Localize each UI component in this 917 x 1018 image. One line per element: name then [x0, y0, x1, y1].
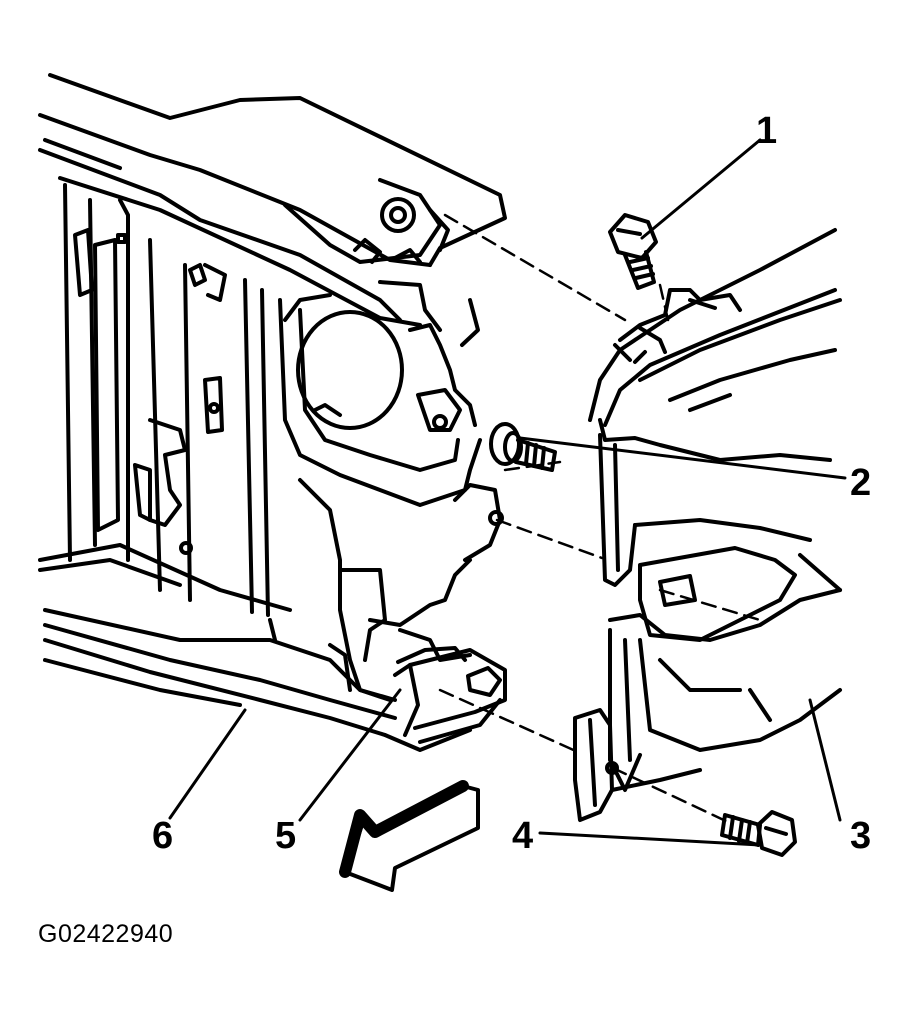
front-direction-arrow-icon	[339, 780, 480, 892]
fender-panel	[573, 228, 842, 822]
callout-4: 4	[512, 815, 533, 857]
leader-lines	[168, 138, 847, 847]
bolt-4	[720, 810, 797, 857]
bolt-2	[489, 422, 557, 472]
radiator-support	[38, 73, 507, 752]
callout-3: 3	[850, 815, 871, 857]
bolt-1	[608, 213, 658, 290]
figure-id: G02422940	[38, 920, 174, 948]
alignment-lines	[438, 213, 762, 824]
callout-5: 5	[275, 815, 296, 857]
callout-2: 2	[850, 462, 871, 504]
callout-1: 1	[756, 110, 777, 152]
callout-6: 6	[152, 815, 173, 857]
